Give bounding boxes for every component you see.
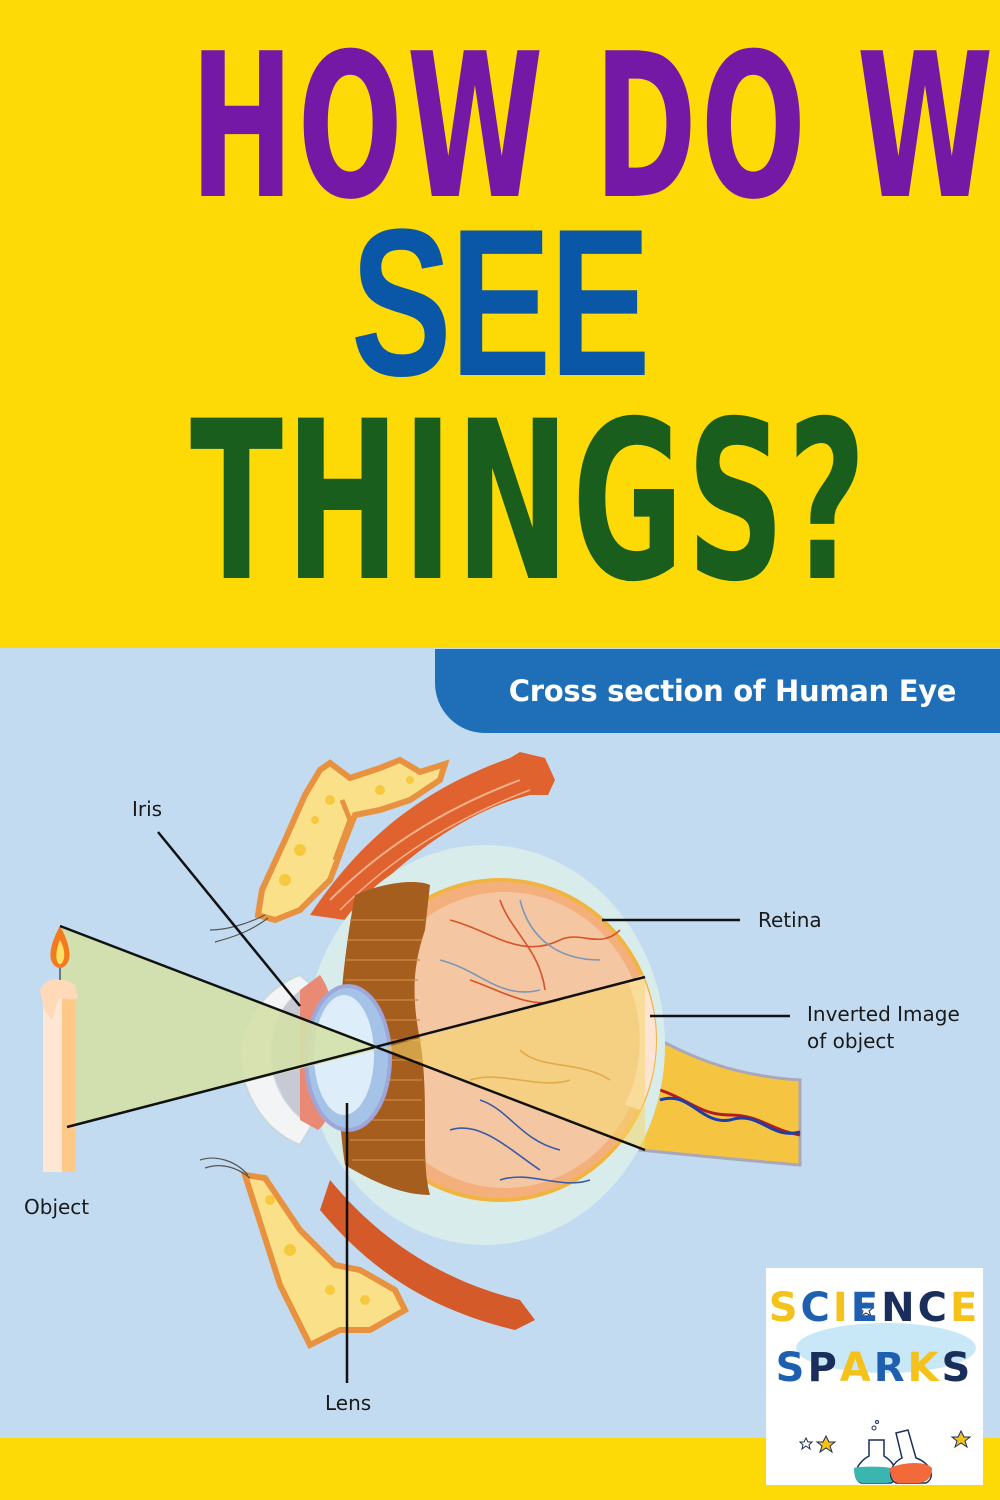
- label-retina: Retina: [758, 908, 822, 932]
- lower-muscle-icon: [320, 1180, 535, 1330]
- label-pointer-lines: [157, 831, 790, 1383]
- label-object: Object: [24, 1195, 90, 1219]
- title-panel: HOW DO WE SEE THINGS?: [0, 0, 1000, 648]
- upper-eyelid-bone-icon: [254, 756, 450, 924]
- eye-cross-section-illustration: [40, 752, 802, 1383]
- logo-letter: R: [873, 1345, 908, 1391]
- label-inverted-image-line1: Inverted Image: [807, 1002, 960, 1026]
- flask-teal-icon: [854, 1420, 898, 1484]
- logo-letter: S: [768, 1285, 801, 1331]
- logo-letter: E: [850, 1285, 882, 1331]
- title-line-see: SEE: [350, 185, 651, 420]
- science-sparks-logo: SCIENCE SPARKS: [766, 1268, 983, 1485]
- logo-word-sparks: SPARKS: [766, 1344, 983, 1392]
- logo-decoration: [796, 1301, 976, 1484]
- lower-eyelid-bone-icon: [240, 1171, 409, 1350]
- light-rays: [59, 924, 646, 1152]
- logo-letter: P: [807, 1345, 840, 1391]
- caption-tab: Cross section of Human Eye: [435, 649, 1000, 733]
- optic-nerve-icon: [638, 1027, 802, 1167]
- label-inverted-image-line2: of object: [807, 1029, 895, 1053]
- logo-letter: A: [839, 1345, 874, 1391]
- label-inverted-image: Inverted Image of object: [807, 1001, 960, 1055]
- caption-text: Cross section of Human Eye: [508, 674, 957, 708]
- logo-letter: C: [800, 1285, 833, 1331]
- title-line-how-do-we: HOW DO WE: [190, 11, 1000, 244]
- logo-letter: S: [775, 1345, 808, 1391]
- flask-orange-icon: [889, 1429, 932, 1484]
- logo-letter: S: [941, 1345, 974, 1391]
- star-icon: [798, 1301, 972, 1454]
- label-lens: Lens: [325, 1391, 372, 1415]
- logo-letter: K: [907, 1345, 942, 1391]
- logo-letter: N: [881, 1285, 918, 1331]
- candle-icon: [40, 926, 78, 1172]
- light-ray-cone: [60, 926, 383, 1127]
- label-iris: Iris: [132, 797, 163, 821]
- logo-letter: I: [832, 1285, 851, 1331]
- logo-letter: E: [949, 1285, 981, 1331]
- logo-letter: C: [917, 1285, 950, 1331]
- title-line-things: THINGS?: [190, 374, 869, 630]
- upper-muscle-icon: [310, 752, 555, 920]
- logo-word-science: SCIENCE: [766, 1284, 983, 1332]
